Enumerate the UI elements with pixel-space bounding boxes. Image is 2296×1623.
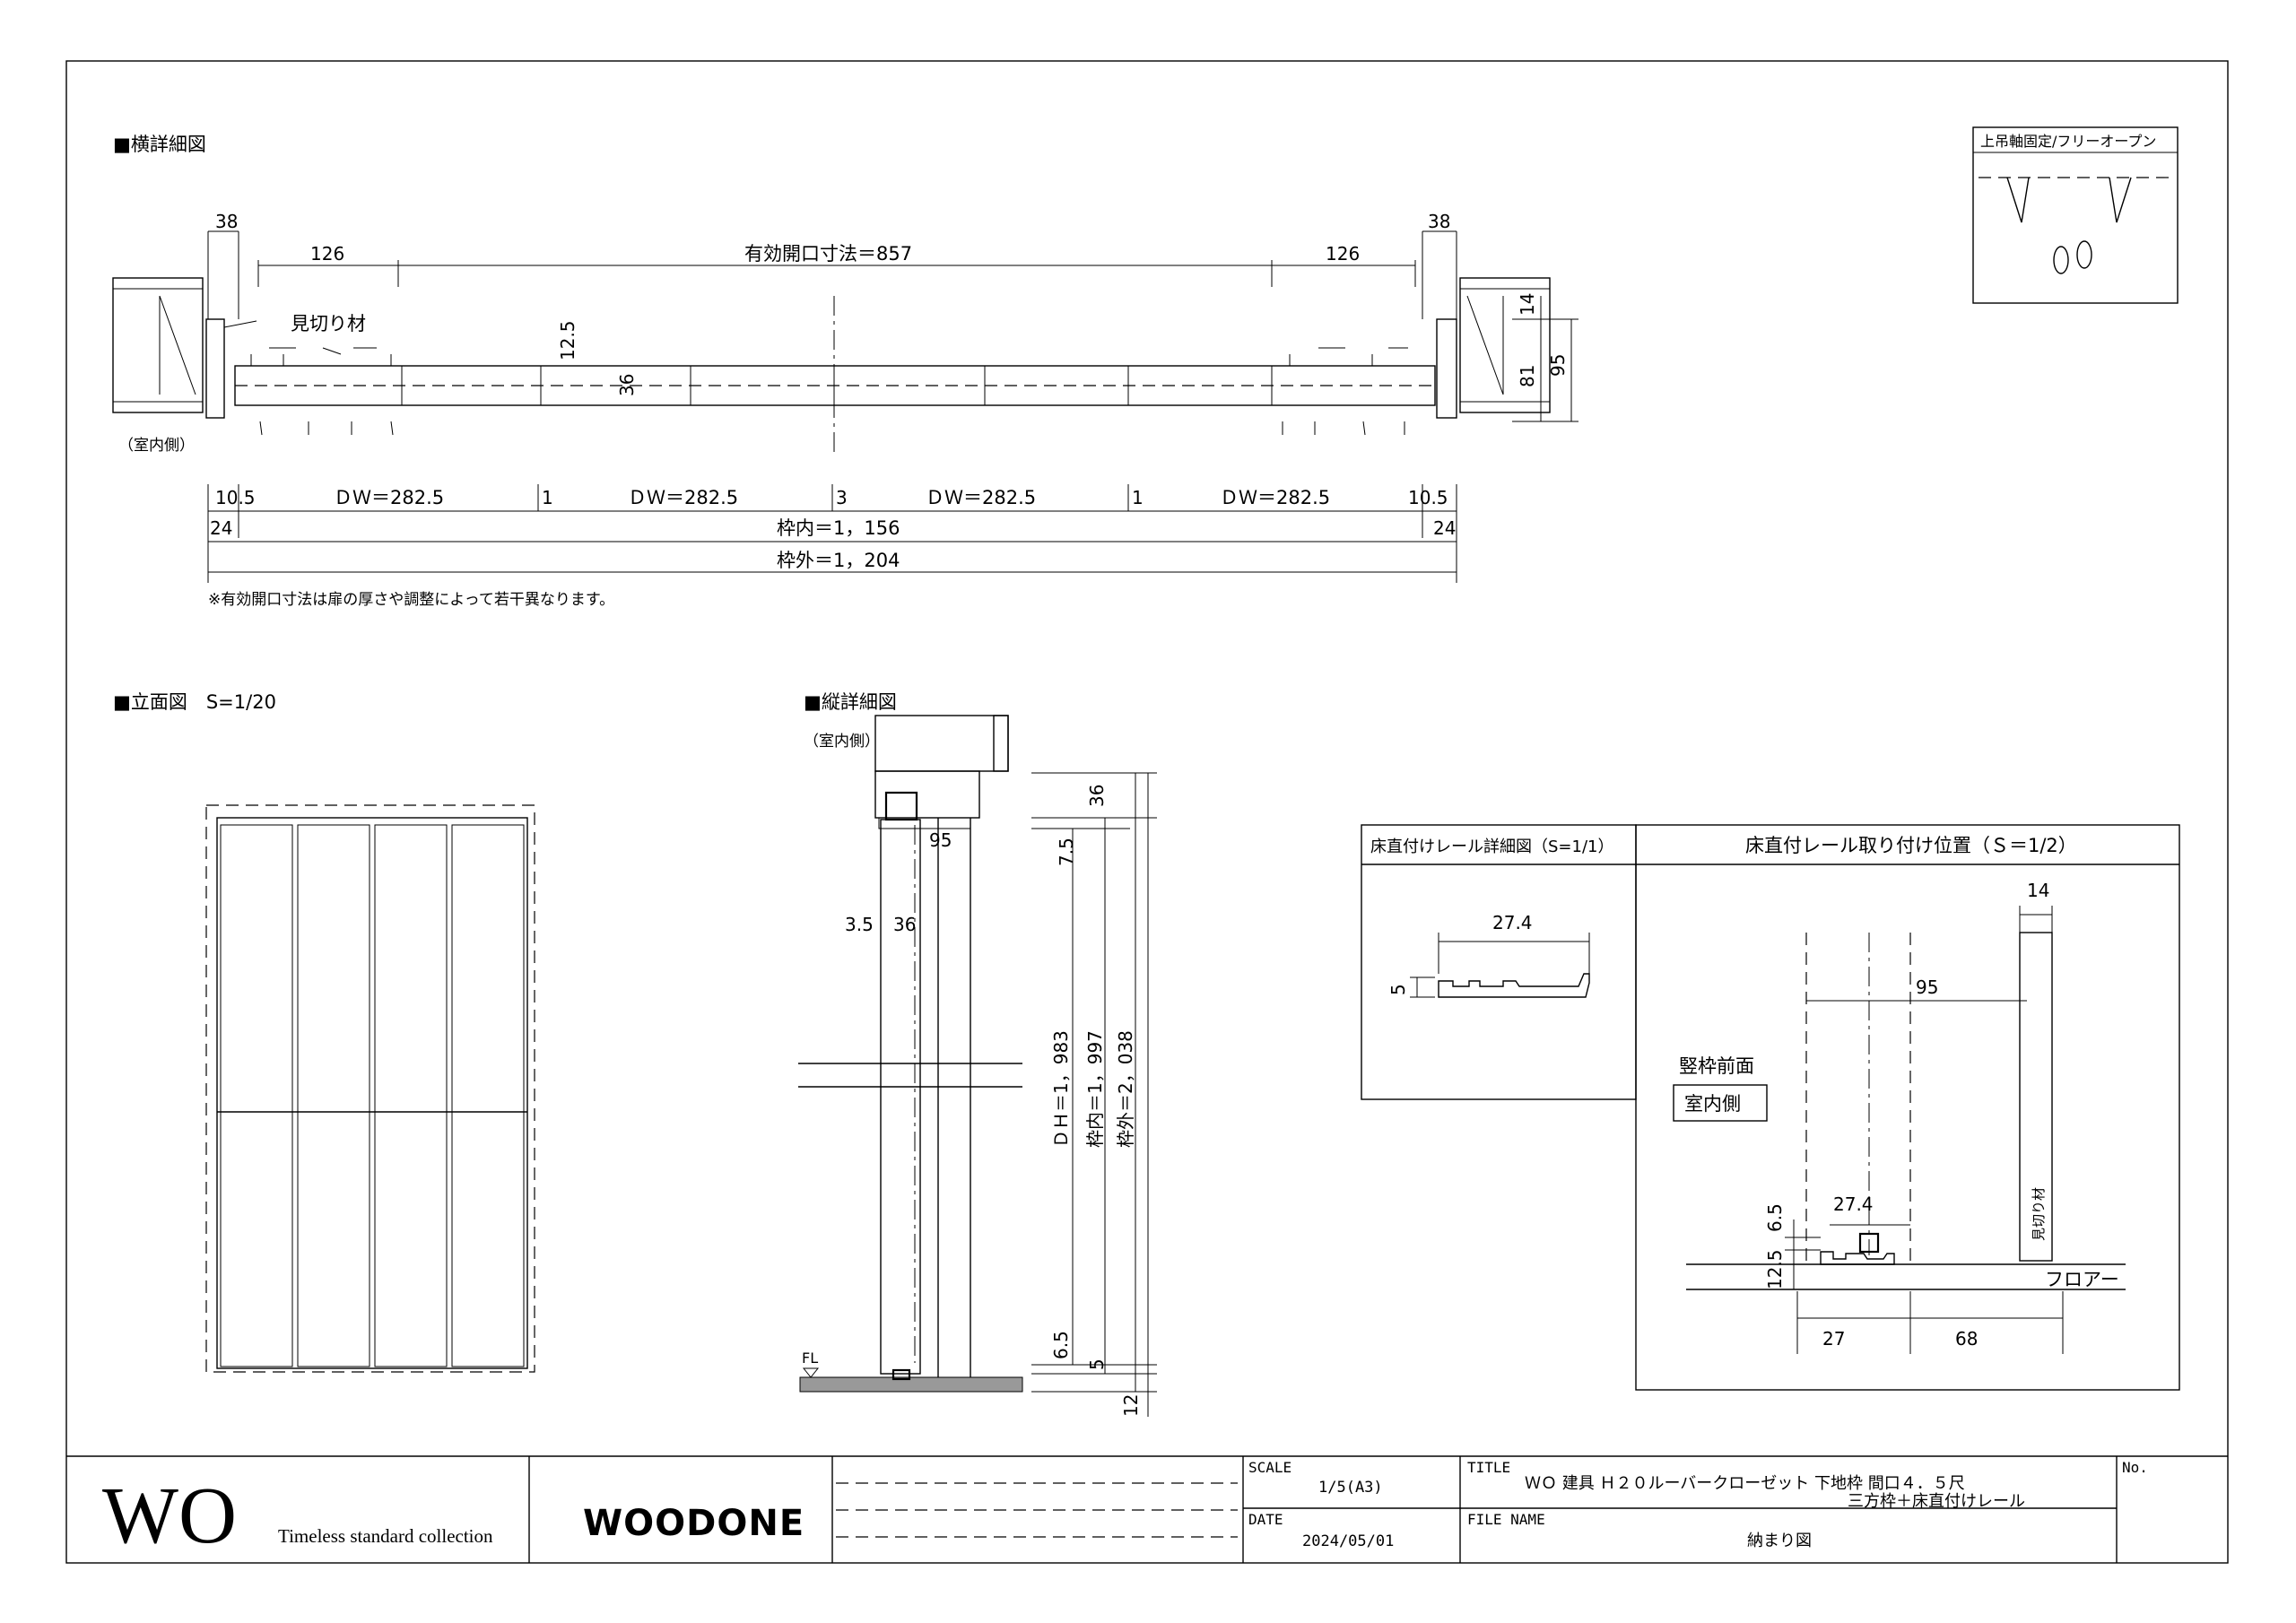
file-value: 納まり図 bbox=[1747, 1532, 1812, 1550]
vertical-detail: ■縦詳細図 （室内側） FL 95 3.5 36 36 7.5 ＤＨ＝1，983 bbox=[798, 691, 1157, 1417]
pos-dim-14: 14 bbox=[2027, 880, 2049, 901]
vdim-outer: 枠外＝2，038 bbox=[1115, 1030, 1136, 1148]
dim-10-5-left: 10.5 bbox=[215, 487, 256, 508]
dim-10-5-right: 10.5 bbox=[1408, 487, 1448, 508]
vdim-5: 5 bbox=[1086, 1358, 1108, 1370]
pos-dim-27-4: 27.4 bbox=[1833, 1193, 1874, 1215]
elevation-view: ■立面図 S=1/20 bbox=[113, 691, 535, 1373]
rail-dim-5: 5 bbox=[1387, 984, 1409, 995]
note-opening: ※有効開口寸法は扉の厚さや調整によって若干異なります。 bbox=[208, 591, 614, 609]
pos-dim-68: 68 bbox=[1955, 1328, 1978, 1350]
dim-81: 81 bbox=[1517, 365, 1538, 387]
title-line-1: ＷＯ 建具 Ｈ２０ルーバークローゼット 下地枠 間口４．５尺 bbox=[1525, 1474, 1965, 1493]
dim-dw-4: ＤＷ＝282.5 bbox=[1220, 487, 1330, 508]
vdim-7-5: 7.5 bbox=[1056, 838, 1077, 866]
vdim-36-top: 36 bbox=[1086, 785, 1108, 807]
vdim-3-5: 3.5 bbox=[845, 914, 874, 935]
rail-dim-27-4: 27.4 bbox=[1492, 912, 1533, 933]
dim-dw-1: ＤＷ＝282.5 bbox=[334, 487, 444, 508]
mikiri-label-horizontal: 見切り材 bbox=[291, 313, 366, 334]
rail-position-title: 床直付レール取り付け位置（Ｓ＝1/2） bbox=[1745, 835, 2077, 856]
dim-36: 36 bbox=[616, 374, 638, 396]
right-wall bbox=[1436, 277, 1551, 419]
pos-dim-27: 27 bbox=[1822, 1328, 1845, 1350]
dim-14: 14 bbox=[1517, 293, 1538, 316]
pos-mikiri: 見切り材 bbox=[2031, 1187, 2047, 1241]
file-label: FILE NAME bbox=[1467, 1511, 1545, 1528]
legend-title: 上吊軸固定/フリーオープン bbox=[1980, 133, 2156, 150]
pos-front: 竪枠前面 bbox=[1679, 1055, 1754, 1077]
pos-indoor: 室内側 bbox=[1684, 1093, 1741, 1115]
section-title-horizontal: ■横詳細図 bbox=[113, 134, 206, 155]
vdim-95: 95 bbox=[929, 829, 952, 851]
indoor-label-horizontal: （室内側） bbox=[118, 437, 195, 455]
door-panels bbox=[234, 347, 1436, 436]
sheet-border bbox=[65, 60, 2229, 1564]
dim-38-right: 38 bbox=[1428, 211, 1450, 232]
dim-126-right: 126 bbox=[1326, 243, 1360, 265]
dim-95: 95 bbox=[1547, 354, 1569, 377]
dim-dw-3: ＤＷ＝282.5 bbox=[926, 487, 1036, 508]
dim-opening: 有効開口寸法＝857 bbox=[744, 243, 912, 265]
vdim-inner: 枠内＝1，997 bbox=[1084, 1030, 1106, 1148]
dim-24-left: 24 bbox=[210, 517, 232, 539]
vdim-6-5: 6.5 bbox=[1050, 1331, 1072, 1359]
dim-outer: 枠外＝1，204 bbox=[777, 550, 900, 571]
horizontal-detail: ■横詳細図 bbox=[112, 134, 1578, 609]
dim-gap-1b: 1 bbox=[1132, 487, 1144, 508]
dim-126-left: 126 bbox=[310, 243, 344, 265]
woodone-logo: WOODONE bbox=[583, 1503, 804, 1544]
section-title-elevation: ■立面図 S=1/20 bbox=[113, 691, 276, 713]
left-wall bbox=[112, 277, 225, 419]
scale-value: 1/5(A3) bbox=[1318, 1479, 1383, 1497]
pos-dim-12-5: 12.5 bbox=[1764, 1249, 1786, 1289]
pos-dim-95: 95 bbox=[1916, 976, 1938, 998]
dim-inner: 枠内＝1，156 bbox=[777, 517, 900, 539]
indoor-label-vertical: （室内側） bbox=[804, 733, 880, 751]
dim-dw-2: ＤＷ＝282.5 bbox=[628, 487, 738, 508]
scale-label: SCALE bbox=[1248, 1459, 1292, 1476]
legend-box: 上吊軸固定/フリーオープン bbox=[1972, 126, 2179, 304]
dim-38-left: 38 bbox=[215, 211, 238, 232]
pos-floor: フロアー bbox=[2045, 1269, 2119, 1290]
dim-12-5: 12.5 bbox=[557, 320, 578, 360]
brand-wo: WO bbox=[102, 1471, 237, 1560]
brand-tagline: Timeless standard collection bbox=[278, 1525, 493, 1547]
rail-detail: 床直付けレール詳細図（S=1/1） 27.4 5 bbox=[1361, 824, 1637, 1100]
section-title-vertical: ■縦詳細図 bbox=[804, 691, 897, 713]
date-value: 2024/05/01 bbox=[1302, 1532, 1394, 1550]
footprints-icon bbox=[2053, 240, 2092, 274]
vdim-12: 12 bbox=[1120, 1394, 1142, 1417]
title-block: WO Timeless standard collection WOODONE … bbox=[66, 1455, 2228, 1563]
vdim-36-left: 36 bbox=[893, 914, 916, 935]
title-line-2: 三方枠＋床直付けレール bbox=[1848, 1492, 2025, 1511]
vdim-dh: ＤＨ＝1，983 bbox=[1050, 1030, 1072, 1148]
rail-position: 床直付レール取り付け位置（Ｓ＝1/2） 95 14 見切り材 竪枠前面 室内側 … bbox=[1635, 824, 2180, 1391]
fl-label: FL bbox=[802, 1350, 818, 1367]
pos-dim-6-5: 6.5 bbox=[1764, 1203, 1786, 1232]
dim-gap-3: 3 bbox=[836, 487, 848, 508]
dim-gap-1: 1 bbox=[542, 487, 553, 508]
rail-detail-title: 床直付けレール詳細図（S=1/1） bbox=[1370, 838, 1613, 856]
date-label: DATE bbox=[1248, 1511, 1283, 1528]
dim-24-right: 24 bbox=[1433, 517, 1456, 539]
no-label: No. bbox=[2122, 1459, 2148, 1476]
title-label: TITLE bbox=[1467, 1459, 1510, 1476]
